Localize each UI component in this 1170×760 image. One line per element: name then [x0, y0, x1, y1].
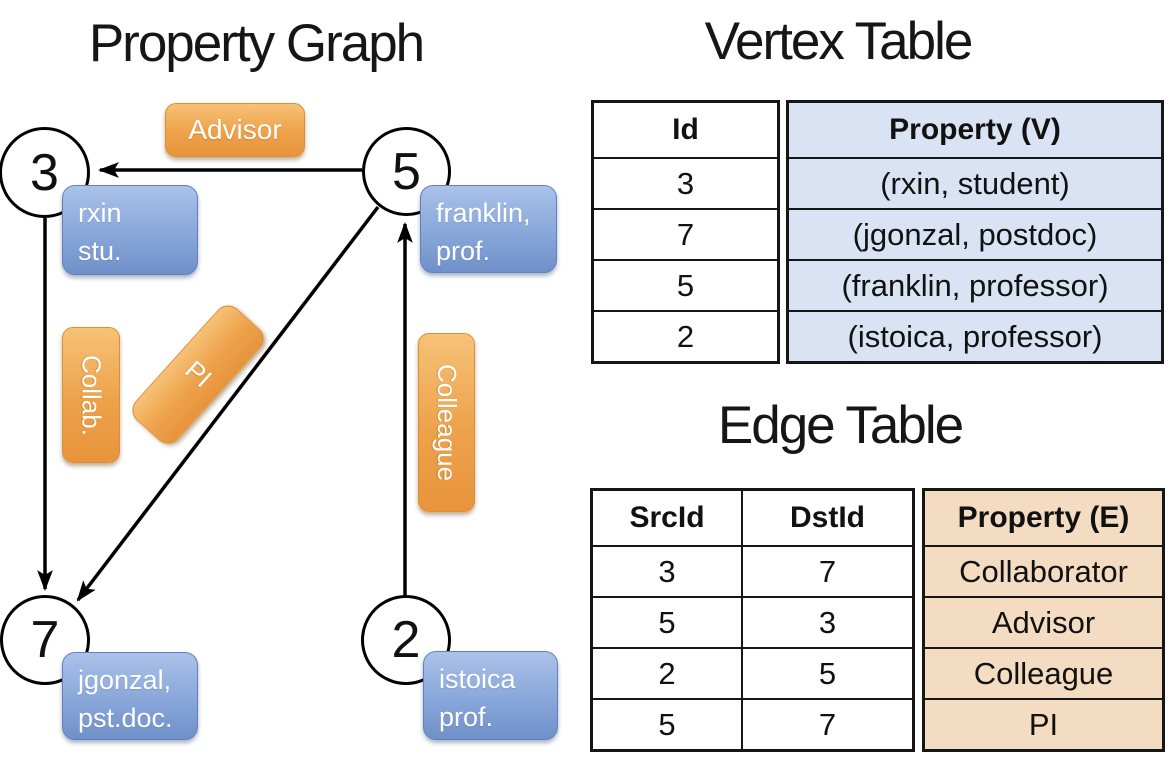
- table-row: (rxin, student): [789, 157, 1161, 208]
- vertex-property-box-5: franklin, prof.: [420, 185, 557, 273]
- vertex-property-5-line1: franklin,: [436, 198, 531, 228]
- vertex-table-id-column: Id 3 7 5 2: [591, 100, 780, 364]
- table-row: 3 7: [593, 545, 912, 596]
- table-row: (jgonzal, postdoc): [789, 208, 1161, 259]
- edge-src-cell: 5: [658, 706, 676, 742]
- table-row: 5 3: [593, 596, 912, 647]
- table-row: 2 5: [593, 647, 912, 698]
- edge-dst-cell: 7: [741, 547, 912, 596]
- vertex-table: Id 3 7 5 2 Property (V) (rxin, student) …: [591, 100, 1164, 364]
- edge-pi-5-to-7: [76, 205, 380, 602]
- table-row: Colleague: [925, 647, 1162, 698]
- table-row: Collaborator: [925, 545, 1162, 596]
- table-row: PI: [925, 698, 1162, 749]
- vertex-node-2: 2: [361, 595, 451, 685]
- edge-table: SrcId DstId 3 7 5 3 2 5 5 7 Property (E)…: [590, 488, 1165, 752]
- table-row: Advisor: [925, 596, 1162, 647]
- vertex-table-title: Vertex Table: [704, 12, 974, 71]
- edge-table-header-srcid: SrcId: [629, 501, 705, 534]
- vertex-node-7-label: 7: [30, 611, 60, 669]
- vertex-table-property-column: Property (V) (rxin, student) (jgonzal, p…: [786, 100, 1164, 364]
- table-row: 2: [594, 310, 777, 361]
- vertex-table-header-property: Property (V): [889, 113, 1061, 146]
- vertex-property-2-line1: istoica: [439, 664, 516, 694]
- edge-table-header-property: Property (E): [957, 501, 1130, 534]
- vertex-node-5: 5: [362, 127, 451, 216]
- edge-table-property-column: Property (E) Collaborator Advisor Collea…: [922, 488, 1165, 752]
- property-graph-title: Property Graph: [88, 14, 425, 73]
- table-row: 3: [594, 157, 777, 208]
- vertex-property-2-line2: prof.: [439, 701, 494, 732]
- vertex-node-3-label: 3: [30, 143, 59, 202]
- edge-src-cell: 2: [658, 655, 676, 691]
- vertex-property-7-line2: pst.doc.: [78, 702, 173, 733]
- edge-label-advisor: Advisor: [165, 103, 305, 157]
- edge-table-header-dstid: DstId: [741, 491, 912, 545]
- vertex-property-box-7: jgonzal, pst.doc.: [62, 652, 198, 740]
- vertex-property-box-2: istoica prof.: [423, 651, 558, 740]
- edge-label-collab-text: Collab.: [76, 354, 107, 436]
- table-row: 5: [594, 259, 777, 310]
- vertex-property-5-line2: prof.: [436, 235, 491, 266]
- edge-table-title: Edge Table: [717, 396, 964, 455]
- vertex-node-2-label: 2: [391, 611, 421, 669]
- vertex-property-3-line1: rxin: [78, 198, 122, 228]
- table-row: (istoica, professor): [789, 310, 1161, 361]
- vertex-property-box-3: rxin stu.: [62, 185, 198, 275]
- edge-src-cell: 3: [658, 553, 676, 589]
- edge-label-colleague: Colleague: [418, 333, 475, 512]
- table-row: 7: [594, 208, 777, 259]
- vertex-property-3-line2: stu.: [78, 235, 122, 266]
- edge-src-cell: 5: [658, 604, 676, 640]
- edge-label-collab: Collab.: [62, 327, 120, 463]
- edge-dst-cell: 7: [741, 700, 912, 749]
- graph-edges-layer: [37, 162, 413, 602]
- vertex-table-header-id: Id: [672, 113, 699, 146]
- vertex-node-5-label: 5: [392, 142, 421, 201]
- table-row: (franklin, professor): [789, 259, 1161, 310]
- edge-label-pi-text: PI: [179, 354, 218, 394]
- table-row: 5 7: [593, 698, 912, 749]
- property-graph-panel: Property Graph 3 5 7 2 Advisor: [0, 14, 558, 740]
- edge-dst-cell: 5: [741, 649, 912, 698]
- edge-dst-cell: 3: [741, 598, 912, 647]
- edge-table-src-dst-columns: SrcId DstId 3 7 5 3 2 5 5 7: [590, 488, 915, 752]
- edge-label-colleague-text: Colleague: [432, 363, 462, 482]
- vertex-property-7-line1: jgonzal,: [78, 665, 172, 695]
- edge-label-advisor-text: Advisor: [188, 114, 282, 145]
